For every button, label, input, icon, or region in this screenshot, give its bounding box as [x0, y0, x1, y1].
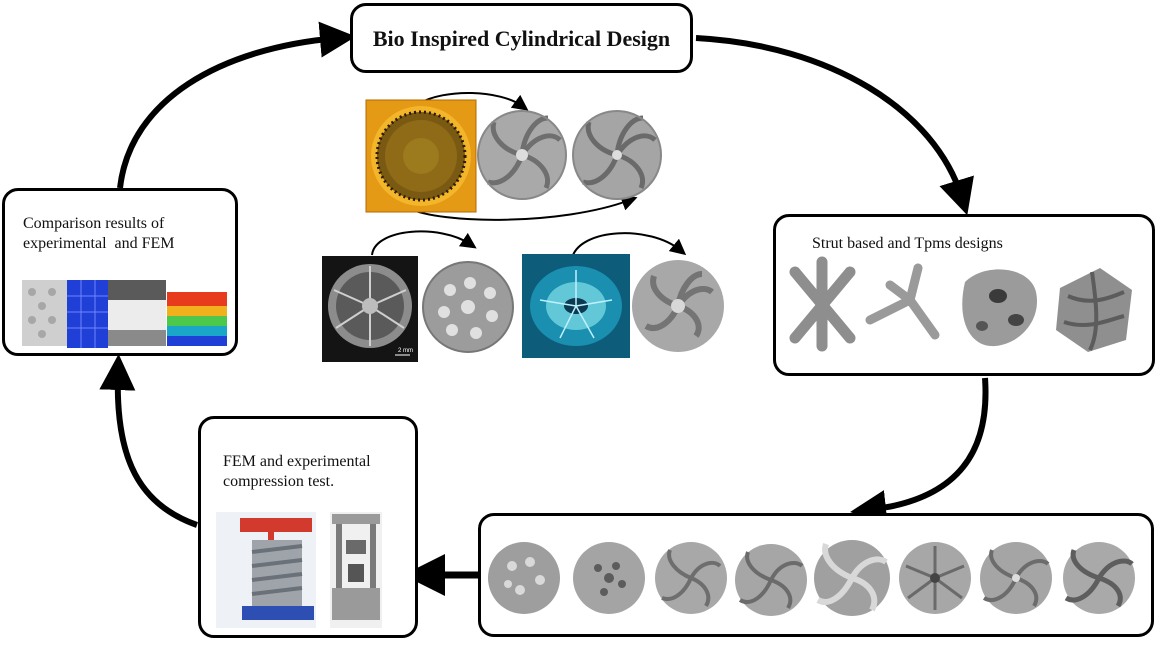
compression-test-line1: FEM and experimental: [223, 453, 371, 470]
design-8: [1063, 542, 1135, 614]
design-4: [735, 544, 807, 616]
strut-tpms-title: Strut based and Tpms designs: [812, 235, 1003, 252]
compression-test-rig: [330, 512, 382, 628]
design-6: [899, 542, 971, 614]
arrow-comparison-to-top: [117, 21, 356, 189]
strut-cross-unit: [789, 256, 856, 352]
inner-arrow-underwater: [571, 232, 687, 259]
gyroid-tpms-unit: [962, 269, 1037, 347]
spiral-design-2: [572, 110, 662, 200]
fem-simulation-render: [216, 512, 316, 628]
design-1: [488, 542, 560, 614]
comparison-title-line2: experimental and FEM: [23, 235, 175, 252]
bio-inspired-design-title: Bio Inspired Cylindrical Design: [372, 26, 671, 51]
inner-arrow-sunflower-2: [407, 195, 638, 221]
strut-bcc-unit: [865, 263, 940, 340]
design-2: [573, 542, 645, 614]
crushed-sample-photo: [108, 280, 166, 346]
stress-contour-plot: [167, 292, 227, 346]
arrow-test-to-comparison: [99, 354, 198, 528]
cross-section-micrograph: [322, 256, 418, 362]
scale-bar-label: 2 mm: [398, 348, 413, 354]
sunflower-photo: [365, 99, 477, 213]
comparison-box: Comparison results of experimental and F…: [2, 188, 238, 356]
arrow-top-to-right: [695, 35, 974, 216]
diamond-tpms-unit: [1056, 268, 1132, 352]
arrow-right-to-bottom: [850, 377, 989, 526]
bio-inspired-design-box: Bio Inspired Cylindrical Design: [350, 3, 693, 73]
blue-fem-mesh: [67, 280, 108, 348]
inner-arrow-micrograph: [371, 230, 477, 256]
design-3: [655, 542, 727, 614]
compression-test-line2: compression test.: [223, 473, 335, 490]
underwater-radial-photo: [522, 254, 630, 358]
comparison-title-line1: Comparison results of: [23, 215, 165, 232]
spiral-design-1: [477, 110, 567, 200]
lattice-sphere-design: [422, 261, 514, 353]
design-5: [814, 540, 890, 616]
swirl-design: [632, 260, 724, 352]
specimen-photo: [22, 280, 67, 346]
design-7: [980, 542, 1052, 614]
